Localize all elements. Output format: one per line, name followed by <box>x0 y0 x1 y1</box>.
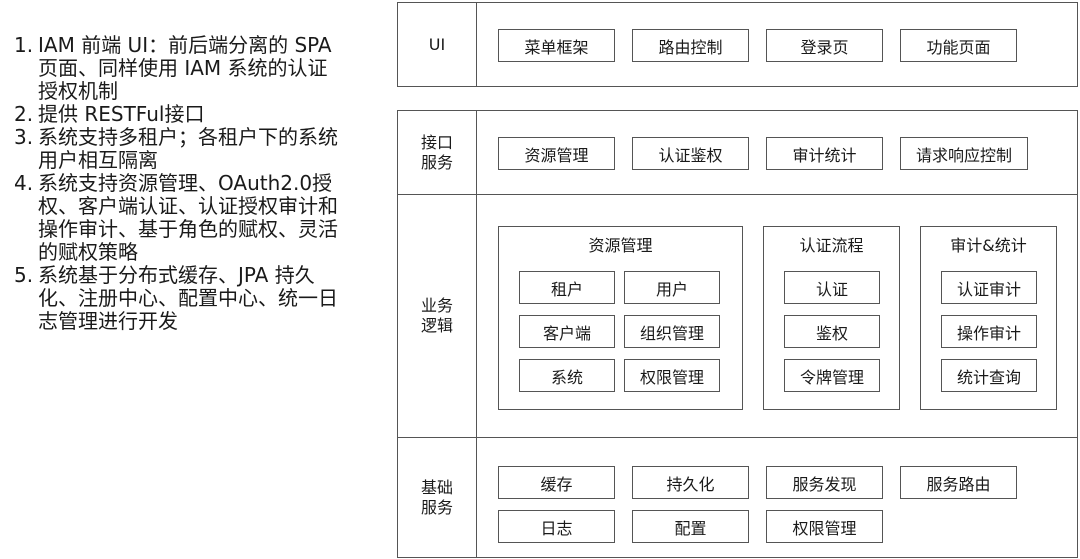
api-item-resource-management: 资源管理 <box>498 137 615 170</box>
api-item-auth: 认证鉴权 <box>632 137 749 170</box>
feature-number: 1. <box>14 33 34 57</box>
logic-item-tenant: 租户 <box>519 271 615 304</box>
feature-list: 1.IAM 前端 UI：前后端分离的 SPA 页面、同样使用 IAM 系统的认证… <box>14 34 344 333</box>
logic-group-title: 审计&统计 <box>950 236 1027 255</box>
infra-layer-label: 基础 服务 <box>420 478 453 517</box>
api-logic-separator <box>397 194 1078 195</box>
ui-layer-divider <box>476 2 477 87</box>
infra-item-logging: 日志 <box>498 510 615 543</box>
ui-item-function-page: 功能页面 <box>900 29 1017 62</box>
ui-item-route-control: 路由控制 <box>632 29 749 62</box>
logic-item-token-management: 令牌管理 <box>784 359 880 392</box>
ui-item-login-page: 登录页 <box>766 29 883 62</box>
ui-item-menu-frame: 菜单框架 <box>498 29 615 62</box>
infra-item-service-routing: 服务路由 <box>900 466 1017 499</box>
infra-item-service-discovery: 服务发现 <box>766 466 883 499</box>
logic-item-client: 客户端 <box>519 315 615 348</box>
service-stack-divider <box>476 110 477 558</box>
infra-item-persistence: 持久化 <box>632 466 749 499</box>
logic-item-user: 用户 <box>624 271 720 304</box>
feature-number: 3. <box>14 125 34 149</box>
feature-item-2: 2.提供 RESTFul接口 <box>14 103 344 126</box>
logic-item-auth-audit: 认证审计 <box>941 271 1037 304</box>
feature-item-4: 4.系统支持资源管理、OAuth2.0授权、客户端认证、认证授权审计和操作审计、… <box>14 172 344 264</box>
feature-item-3: 3.系统支持多租户；各租户下的系统用户相互隔离 <box>14 126 344 172</box>
logic-item-authorization: 鉴权 <box>784 315 880 348</box>
logic-item-stats-query: 统计查询 <box>941 359 1037 392</box>
logic-infra-separator <box>397 437 1078 438</box>
infra-item-permission-management: 权限管理 <box>766 510 883 543</box>
feature-number: 5. <box>14 263 34 287</box>
logic-item-system: 系统 <box>519 359 615 392</box>
logic-layer-label: 业务 逻辑 <box>420 296 453 335</box>
api-layer-label: 接口 服务 <box>420 132 453 172</box>
logic-item-operation-audit: 操作审计 <box>941 315 1037 348</box>
logic-item-authentication: 认证 <box>784 271 880 304</box>
logic-group-title: 认证流程 <box>799 236 864 255</box>
feature-item-5: 5.系统基于分布式缓存、JPA 持久化、注册中心、配置中心、统一日志管理进行开发 <box>14 264 344 333</box>
logic-item-permission-management: 权限管理 <box>624 359 720 392</box>
feature-text: 系统支持资源管理、OAuth2.0授权、客户端认证、认证授权审计和操作审计、基于… <box>38 171 338 264</box>
feature-item-1: 1.IAM 前端 UI：前后端分离的 SPA 页面、同样使用 IAM 系统的认证… <box>14 34 344 103</box>
logic-item-org-management: 组织管理 <box>624 315 720 348</box>
infra-item-cache: 缓存 <box>498 466 615 499</box>
api-item-audit-stats: 审计统计 <box>766 137 883 170</box>
feature-number: 4. <box>14 171 34 195</box>
api-item-request-response-control: 请求响应控制 <box>900 137 1028 170</box>
infra-item-config: 配置 <box>632 510 749 543</box>
logic-group-title: 资源管理 <box>588 236 653 255</box>
feature-text: IAM 前端 UI：前后端分离的 SPA 页面、同样使用 IAM 系统的认证授权… <box>38 33 332 103</box>
feature-number: 2. <box>14 102 34 126</box>
ui-layer-label: UI <box>428 34 446 54</box>
feature-text: 系统支持多租户；各租户下的系统用户相互隔离 <box>38 125 338 172</box>
feature-text: 系统基于分布式缓存、JPA 持久化、注册中心、配置中心、统一日志管理进行开发 <box>38 263 338 333</box>
feature-text: 提供 RESTFul接口 <box>38 102 205 126</box>
